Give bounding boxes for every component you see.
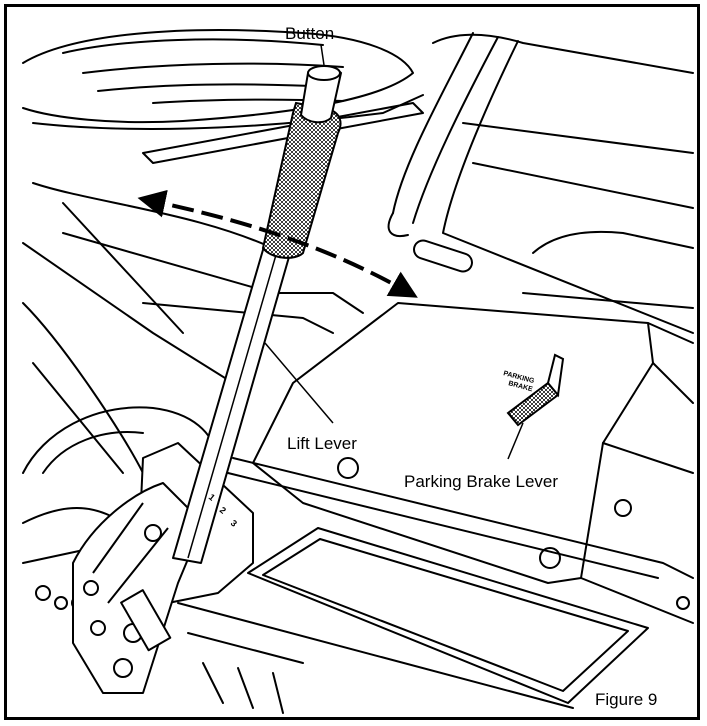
quadrant-mark-1: 1: [207, 492, 217, 503]
lever-button: [299, 65, 343, 124]
leader-lift-lever: [264, 342, 334, 424]
illustration: PARKING BRAKE 1 2 3: [22, 29, 694, 714]
figure-frame: PARKING BRAKE 1 2 3 Button Lift Lever Pa…: [4, 4, 700, 720]
wheel-housing: [22, 406, 219, 610]
parking-brake-lever: [506, 353, 565, 427]
lift-lever-label: Lift Lever: [287, 434, 357, 453]
movement-arrow: [137, 189, 418, 298]
brake-panel: [252, 302, 694, 624]
quadrant-marks: 1 2 3: [207, 492, 239, 529]
figure-number: Figure 9: [595, 690, 658, 709]
dash-housing: [387, 32, 694, 334]
brake-decal: PARKING BRAKE: [502, 370, 535, 393]
frame-rail: [227, 457, 694, 579]
quadrant-mark-3: 3: [229, 518, 239, 529]
button-label: Button: [285, 24, 335, 43]
leader-button: [320, 44, 325, 66]
leader-parking-brake: [507, 422, 524, 460]
lever-quadrant: [72, 442, 254, 694]
leader-lines: [264, 44, 524, 460]
floor-plate: [177, 527, 649, 714]
frame-lines: [22, 182, 364, 474]
seat-outline: [22, 29, 424, 164]
quadrant-mark-2: 2: [218, 505, 228, 516]
parking-brake-lever-label: Parking Brake Lever: [404, 472, 559, 491]
